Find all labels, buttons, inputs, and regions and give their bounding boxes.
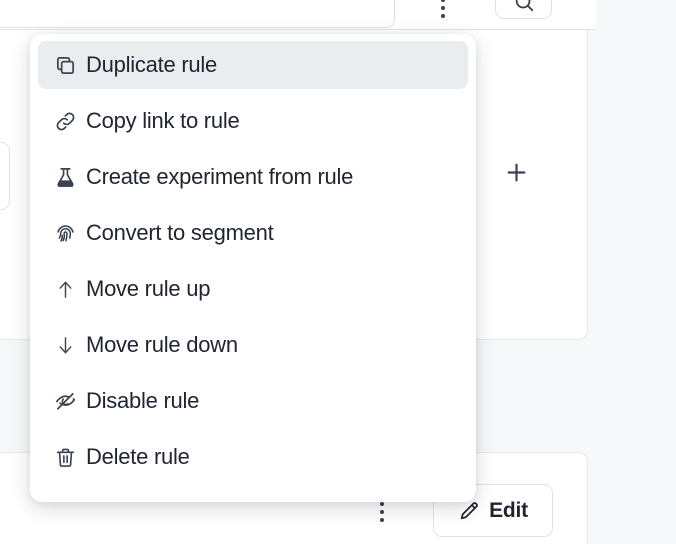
search-icon-button[interactable] (495, 0, 552, 19)
overflow-menu-button-top[interactable] (441, 0, 445, 18)
vertical-ellipsis-icon (380, 510, 384, 514)
arrow-up-icon (52, 276, 78, 302)
fingerprint-icon (52, 220, 78, 246)
arrow-down-icon (52, 332, 78, 358)
rule-handle[interactable] (0, 142, 10, 210)
menu-item-disable-rule[interactable]: Disable rule (38, 377, 468, 425)
menu-item-label: Delete rule (86, 444, 190, 469)
menu-item-label: Disable rule (86, 388, 200, 413)
search-icon (513, 0, 535, 13)
plus-icon[interactable] (504, 160, 529, 185)
menu-item-move-rule-down[interactable]: Move rule down (38, 321, 468, 369)
vertical-ellipsis-icon (380, 502, 384, 506)
menu-item-label: Move rule up (86, 276, 211, 301)
menu-item-create-experiment-from-rule[interactable]: Create experiment from rule (38, 153, 468, 201)
flask-icon (52, 164, 78, 190)
menu-item-label: Duplicate rule (86, 52, 218, 77)
menu-item-duplicate-rule[interactable]: Duplicate rule (38, 41, 468, 89)
overflow-menu-button-bottom[interactable] (380, 502, 384, 522)
menu-item-label: Create experiment from rule (86, 164, 354, 189)
menu-item-label: Copy link to rule (86, 108, 240, 133)
context-menu: Duplicate rule Copy link to rule Create … (30, 34, 476, 502)
menu-item-delete-rule[interactable]: Delete rule (38, 433, 468, 481)
vertical-ellipsis-icon (441, 6, 445, 10)
copy-icon (52, 52, 78, 78)
menu-item-move-rule-up[interactable]: Move rule up (38, 265, 468, 313)
vertical-ellipsis-icon (441, 0, 445, 2)
pencil-icon (458, 500, 480, 522)
eye-off-icon (52, 388, 78, 414)
edit-button-label: Edit (489, 498, 528, 522)
menu-item-convert-to-segment[interactable]: Convert to segment (38, 209, 468, 257)
link-icon (52, 108, 78, 134)
menu-item-label: Move rule down (86, 332, 238, 357)
vertical-ellipsis-icon (380, 518, 384, 522)
menu-item-copy-link-to-rule[interactable]: Copy link to rule (38, 97, 468, 145)
trash-icon (52, 444, 78, 470)
search-input[interactable] (0, 0, 395, 28)
vertical-ellipsis-icon (441, 14, 445, 18)
menu-item-label: Convert to segment (86, 220, 274, 245)
